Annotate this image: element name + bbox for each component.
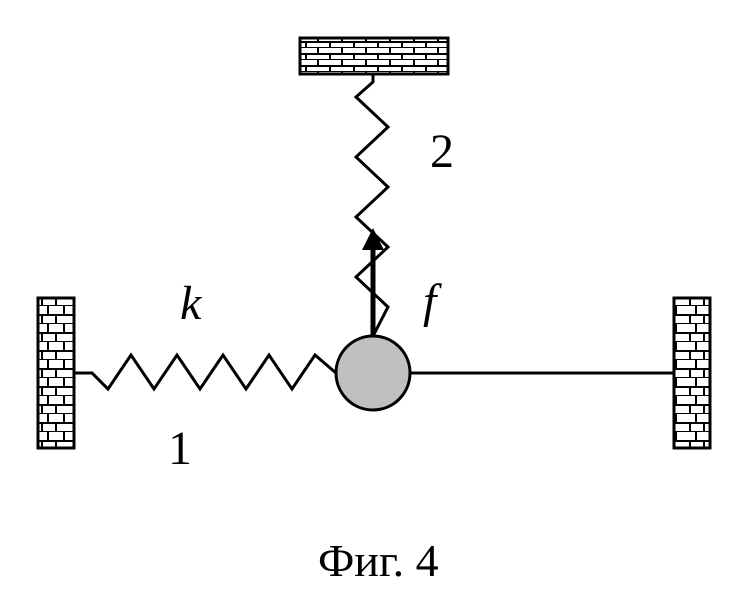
spring-2: [353, 74, 391, 337]
right-wall: [672, 296, 712, 450]
spring-1-number-label: 1: [168, 422, 192, 475]
mass: [334, 334, 412, 412]
spring-1-constant-label: k: [180, 277, 202, 330]
force-arrow: [362, 228, 384, 336]
spring-1: [74, 352, 337, 392]
force-label: f: [423, 275, 437, 328]
spring-2-number-label: 2: [430, 125, 454, 178]
left-wall: [36, 296, 76, 450]
figure-caption: Фиг. 4: [318, 535, 439, 586]
top-wall: [298, 36, 450, 76]
